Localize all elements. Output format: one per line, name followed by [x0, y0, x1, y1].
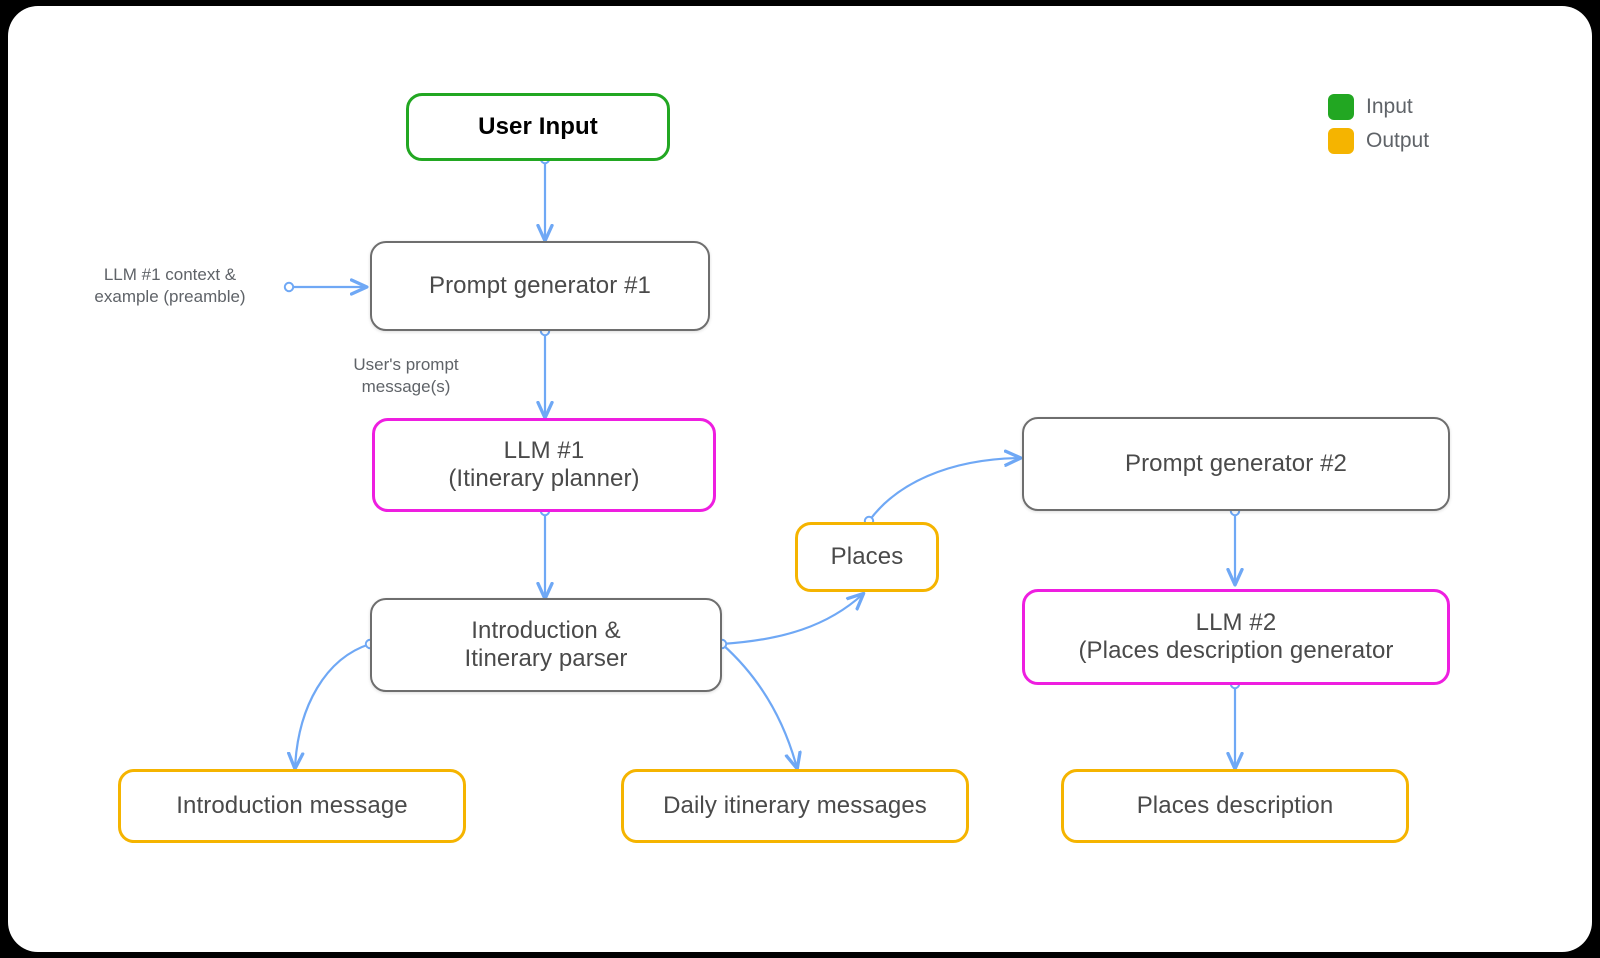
edge-label-user-prompt: User's prompt message(s)	[353, 355, 459, 397]
node-parser[interactable]: Introduction & Itinerary parser	[370, 598, 722, 692]
node-prompt-generator-2[interactable]: Prompt generator #2	[1022, 417, 1450, 511]
legend-label-output: Output	[1366, 129, 1430, 152]
node-user-input[interactable]: User Input	[406, 93, 670, 161]
node-llm-2[interactable]: LLM #2 (Places description generator	[1022, 589, 1450, 685]
edge-places-to-pg2	[868, 458, 1020, 522]
legend: Input Output	[1328, 94, 1429, 154]
legend-item-input: Input	[1328, 94, 1429, 120]
node-places-description[interactable]: Places description	[1061, 769, 1409, 843]
edge-label-preamble: LLM #1 context & example (preamble)	[94, 265, 246, 307]
node-introduction-message[interactable]: Introduction message	[118, 769, 466, 843]
legend-swatch-input-icon	[1328, 94, 1354, 120]
edge-parser-to-places	[721, 594, 863, 646]
node-llm-1[interactable]: LLM #1 (Itinerary planner)	[372, 418, 716, 512]
legend-swatch-output-icon	[1328, 128, 1354, 154]
node-daily-itinerary-messages[interactable]: Daily itinerary messages	[621, 769, 969, 843]
legend-item-output: Output	[1328, 128, 1429, 154]
edge-parser-to-introduction-message	[295, 642, 371, 768]
node-places[interactable]: Places	[795, 522, 939, 592]
port-preamble-out	[283, 281, 295, 293]
diagram-canvas: User Input Prompt generator #1 LLM #1 (I…	[8, 6, 1592, 952]
legend-label-input: Input	[1366, 95, 1413, 118]
edge-parser-to-daily-itinerary	[721, 643, 797, 768]
node-prompt-generator-1[interactable]: Prompt generator #1	[370, 241, 710, 331]
